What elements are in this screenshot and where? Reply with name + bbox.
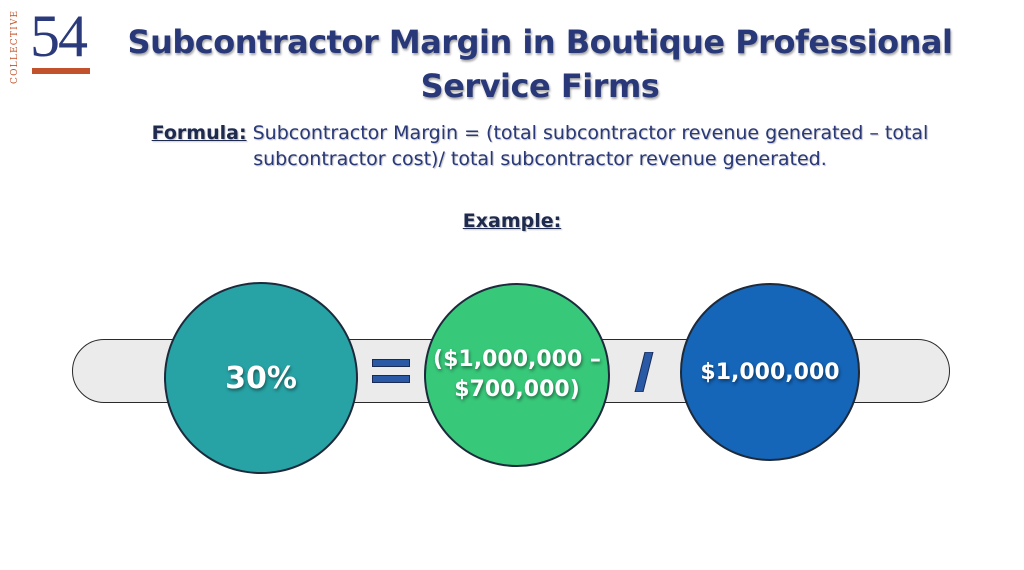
result-value: 30% <box>225 360 297 396</box>
logo-number: 54 <box>30 3 88 69</box>
formula-label: Formula: <box>151 122 247 144</box>
equals-icon <box>372 359 410 385</box>
title-line-2: Service Firms <box>420 67 660 105</box>
denominator-circle: $1,000,000 <box>680 283 860 461</box>
logo-accent-bar <box>32 68 90 74</box>
numerator-value: ($1,000,000 – $700,000) <box>433 347 601 402</box>
numerator-circle: ($1,000,000 – $700,000) <box>424 283 610 467</box>
divide-slash-icon <box>634 352 654 392</box>
formula-body: Subcontractor Margin = (total subcontrac… <box>246 122 929 170</box>
logo-side-text: COLLECTIVE <box>10 9 20 84</box>
title-line-1: Subcontractor Margin in Boutique Profess… <box>127 23 953 61</box>
page-title: Subcontractor Margin in Boutique Profess… <box>110 20 970 108</box>
result-circle: 30% <box>164 282 358 474</box>
example-label: Example: <box>462 210 562 232</box>
denominator-value: $1,000,000 <box>700 359 840 385</box>
formula-text: Formula: Subcontractor Margin = (total s… <box>120 120 960 172</box>
collective-54-logo: COLLECTIVE 54 <box>10 6 90 84</box>
